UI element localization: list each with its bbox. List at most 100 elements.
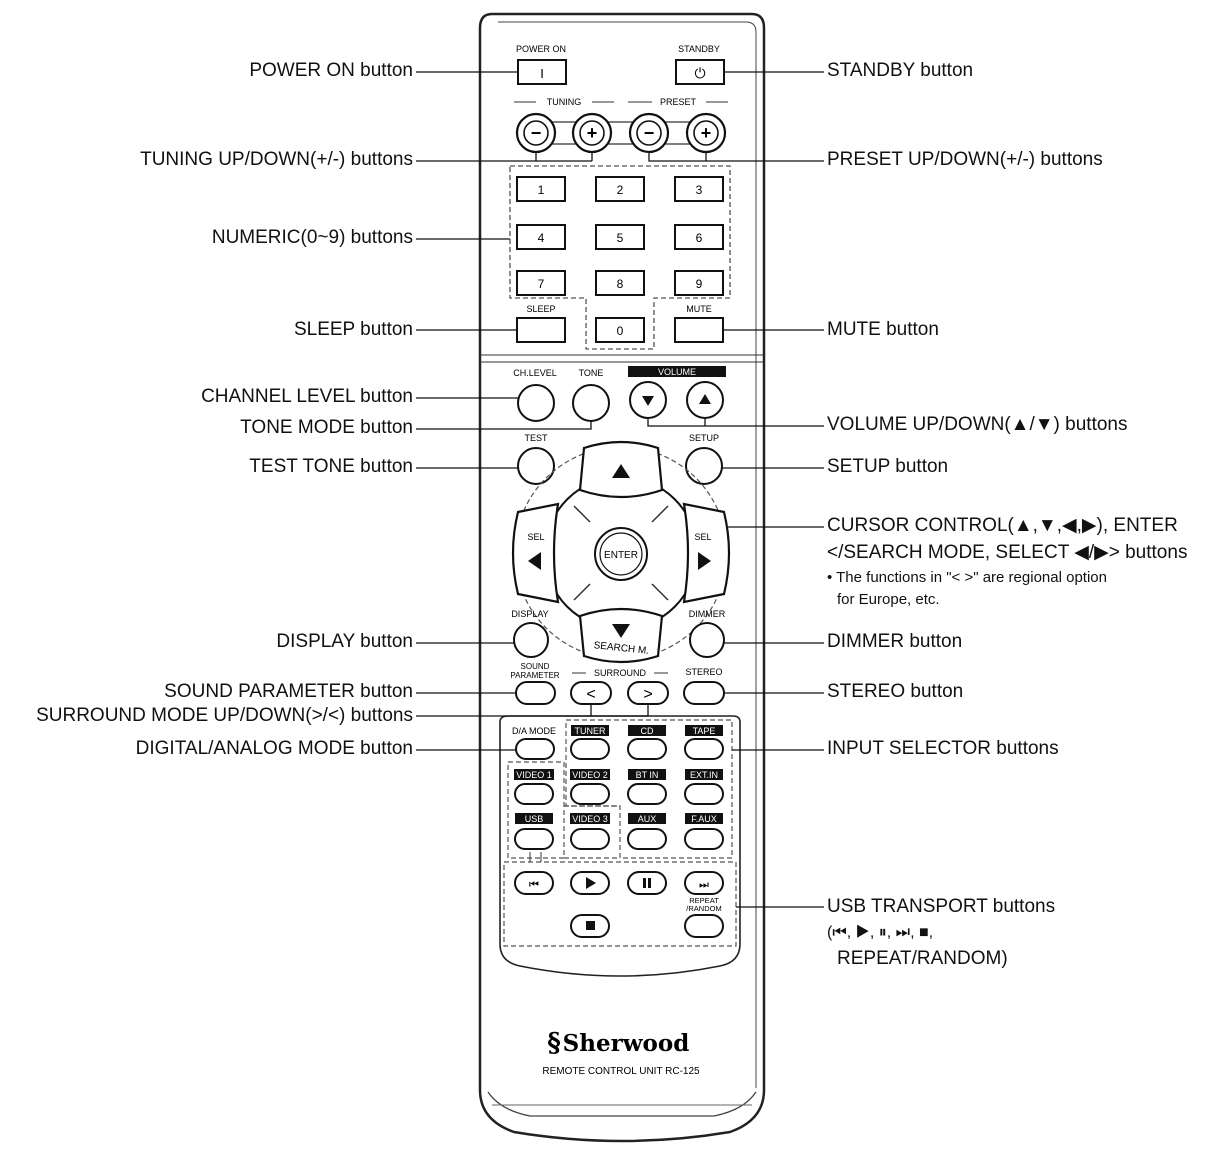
numeric-9-button[interactable] [674,270,724,296]
numeric-3-label: 3 [696,183,703,197]
minus-icon: − [644,123,655,143]
triangle-down-icon [642,396,654,406]
input-tape-tag [685,725,723,736]
tone-label: TONE [579,368,604,378]
callout-sleep: SLEEP button [293,319,413,340]
sel-right-label: SEL [694,532,711,542]
enter-button[interactable] [594,527,648,581]
numeric-keypad: 1 2 3 4 5 6 7 8 9 0 [516,176,724,343]
numeric-4-button[interactable] [516,224,566,250]
input-video2-button[interactable] [570,783,610,805]
triangle-up-icon [699,394,711,404]
da-mode-label: D/A MODE [512,726,556,736]
numeric-6-button[interactable] [674,224,724,250]
sleep-button[interactable] [516,317,566,343]
input-cd-tag [628,725,666,736]
input-tuner-button[interactable] [570,738,610,760]
input-video3-button[interactable] [570,828,610,850]
triangle-right-icon [698,552,711,570]
input-video1-button[interactable] [514,783,554,805]
repeat-random-label-2: /RANDOM [686,904,721,913]
preset-label: PRESET [660,97,697,107]
power-on-key-glyph: I [540,66,544,81]
stereo-button[interactable] [683,681,725,705]
input-aux-button[interactable] [627,828,667,850]
plus-icon: + [587,123,598,143]
test-tone-button[interactable] [517,447,555,485]
cursor-pad: SEARCH M. SEL SEL ENTER [511,440,731,664]
callout-setup: SETUP button [827,456,949,477]
numeric-6-label: 6 [696,231,703,245]
input-extin-label: EXT.IN [690,770,718,780]
da-mode-button[interactable] [515,738,555,760]
prev-track-button[interactable] [514,871,554,895]
brand-name: Sherwood [563,1030,690,1057]
input-tuner-tag [571,725,609,736]
pause-icon [643,878,646,888]
input-video3-label: VIDEO 3 [572,814,608,824]
standby-label: STANDBY [678,44,720,54]
input-cd-button[interactable] [627,738,667,760]
setup-label: SETUP [689,433,719,443]
display-label: DISPLAY [511,609,548,619]
triangle-up-icon [612,464,630,478]
input-extin-tag [685,769,723,780]
numeric-3-button[interactable] [674,176,724,202]
sound-parameter-button[interactable] [515,681,556,705]
numeric-1-label: 1 [538,183,545,197]
input-tape-button[interactable] [684,738,724,760]
dimmer-button[interactable] [689,622,725,658]
callout-channel-level: CHANNEL LEVEL button [201,386,413,407]
display-button[interactable] [513,622,549,658]
setup-button[interactable] [685,447,723,485]
input-video3-tag [570,813,610,824]
callout-usb-transport-2: (⏮, ▶, ⏸, ⏭, ■, [827,924,934,941]
callout-power-on: POWER ON button [249,60,413,81]
numeric-5-label: 5 [617,231,624,245]
input-faux-label: F.AUX [691,814,717,824]
input-video1-label: VIDEO 1 [516,770,552,780]
next-track-button[interactable] [684,871,724,895]
input-faux-button[interactable] [684,828,724,850]
numeric-2-button[interactable] [595,176,645,202]
input-usb-button[interactable] [514,828,554,850]
repeat-random-label: REPEAT [689,896,719,905]
cursor-left-button[interactable] [511,502,560,604]
numeric-7-label: 7 [538,277,545,291]
plus-icon: + [701,123,712,143]
repeat-random-button[interactable] [684,914,724,938]
numeric-9-label: 9 [696,277,703,291]
callout-usb-transport-1: USB TRANSPORT buttons [827,896,1056,917]
input-aux-label: AUX [638,814,657,824]
numeric-5-button[interactable] [595,224,645,250]
input-video1-tag [514,769,554,780]
input-selector-group: TUNER CD TAPE VIDEO 1 VIDEO 2 BT IN EXT.… [514,725,724,850]
volume-label: VOLUME [658,367,696,377]
numeric-8-button[interactable] [595,270,645,296]
test-label: TEST [524,433,548,443]
usb-transport-group: ⏮ ⏭ REPEAT /RANDOM [514,871,724,938]
standby-icon: ⏻ [694,65,705,81]
mute-button[interactable] [674,317,724,343]
numeric-0-button[interactable] [595,317,645,343]
pause-button[interactable] [627,871,667,895]
channel-level-button[interactable] [517,384,555,422]
stop-icon [586,921,595,930]
input-tape-label: TAPE [693,726,716,736]
input-cd-label: CD [641,726,654,736]
input-btin-button[interactable] [627,783,667,805]
play-icon [586,877,596,889]
input-extin-button[interactable] [684,783,724,805]
callout-cursor-note2: for Europe, etc. [837,591,940,608]
callout-cursor-line2: </SEARCH MODE, SELECT ◀/▶> buttons [827,542,1188,563]
callout-display: DISPLAY button [276,631,413,652]
triangle-left-icon [528,552,541,570]
numeric-7-button[interactable] [516,270,566,296]
numeric-0-label: 0 [617,324,624,338]
cursor-right-button[interactable] [682,502,731,604]
tone-mode-button[interactable] [572,384,610,422]
input-video2-tag [570,769,610,780]
callout-stereo: STEREO button [827,681,964,702]
numeric-1-button[interactable] [516,176,566,202]
